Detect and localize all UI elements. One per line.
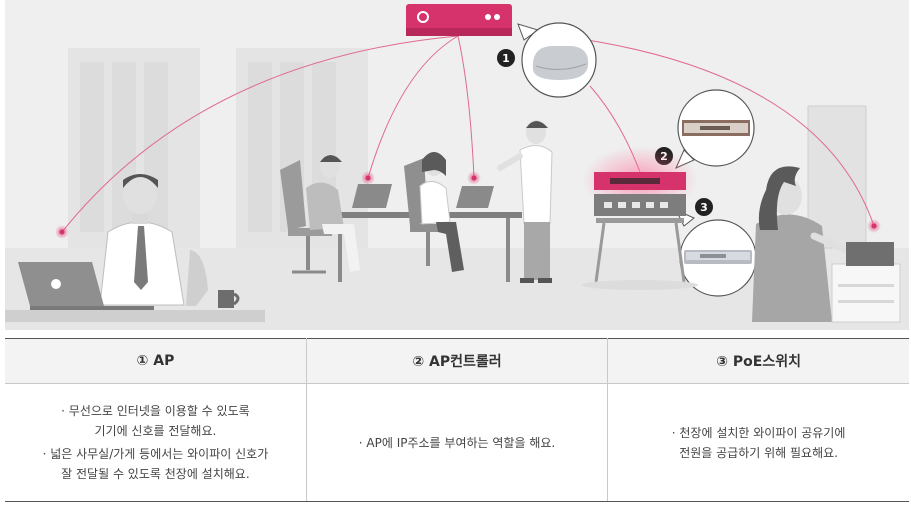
marker-3-label: 3 [700,201,708,214]
window-left [68,48,200,248]
marker-1 [497,49,515,67]
marker-3 [695,198,713,216]
desc-poe-switch: · 천장에 설치한 와이파이 공유기에 전원을 공급하기 위해 필요해요. [607,383,909,502]
device-description-table: ① AP ② AP컨트롤러 ③ PoE스위치 · 무선으로 인터넷을 이용할 수… [5,338,909,502]
team-at-table [280,120,553,283]
desc-ap-item: · 무선으로 인터넷을 이용할 수 있도록 기기에 신호를 전달해요. [61,404,250,438]
header-ap: ① AP [5,338,307,384]
man-at-desk [5,174,265,322]
equipment-rack [582,146,698,290]
desc-poe-switch-item: · 천장에 설치한 와이파이 공유기에 전원을 공급하기 위해 필요해요. [671,425,846,460]
callout-ap-controller [675,89,755,169]
table-body-row: · 무선으로 인터넷을 이용할 수 있도록 기기에 신호를 전달해요. · 넓은… [5,383,909,502]
header-ap-controller: ② AP컨트롤러 [305,338,609,384]
signal-dots [55,171,881,239]
marker-1-label: 1 [502,52,510,65]
desc-ap-controller: · AP에 IP주소를 부여하는 역할을 해요. [305,383,609,502]
desc-ap-item: · 넓은 사무실/가게 등에서는 와이파이 신호가 잘 전달될 수 있도록 천장… [42,447,269,481]
desc-ap: · 무선으로 인터넷을 이용할 수 있도록 기기에 신호를 전달해요. · 넓은… [5,383,307,502]
header-poe-switch: ③ PoE스위치 [607,338,909,384]
callout-ap [517,22,597,98]
network-scene: 1 2 3 [5,0,909,330]
table-header-row: ① AP ② AP컨트롤러 ③ PoE스위치 [5,338,909,384]
desc-ap-controller-item: · AP에 IP주소를 부여하는 역할을 해요. [358,435,556,450]
ceiling-ap-device [406,4,512,36]
woman-at-printer [752,166,901,323]
